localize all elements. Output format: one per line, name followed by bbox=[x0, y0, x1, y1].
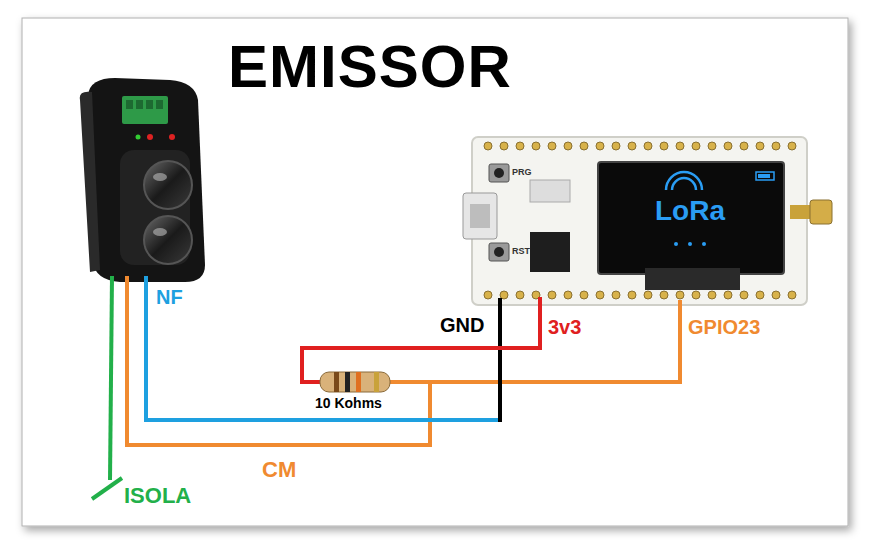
green-wire bbox=[110, 276, 112, 480]
gpio-wire bbox=[388, 300, 680, 382]
pin-name: GPIO23 bbox=[688, 316, 760, 338]
page-title: EMISSOR bbox=[228, 34, 512, 100]
screen-logo: LoRa bbox=[655, 196, 725, 227]
vcc-wire bbox=[302, 297, 540, 382]
isolate-mark bbox=[92, 478, 122, 499]
signal-name: ISOLA bbox=[124, 484, 191, 508]
signal-name: CM bbox=[262, 458, 296, 482]
lora-board bbox=[463, 137, 832, 305]
beam-sensor bbox=[80, 78, 205, 282]
button-label: RST bbox=[512, 247, 530, 257]
signal-name: NF bbox=[156, 286, 183, 308]
pin-name: GND bbox=[440, 314, 484, 336]
pin-name: 3v3 bbox=[548, 316, 581, 338]
wires bbox=[92, 276, 680, 499]
frame bbox=[22, 18, 848, 526]
resistor-symbol bbox=[320, 372, 390, 392]
resistor-value: 10 Kohms bbox=[315, 396, 382, 411]
button-label: PRG bbox=[512, 168, 532, 178]
gnd-wire bbox=[498, 298, 502, 422]
